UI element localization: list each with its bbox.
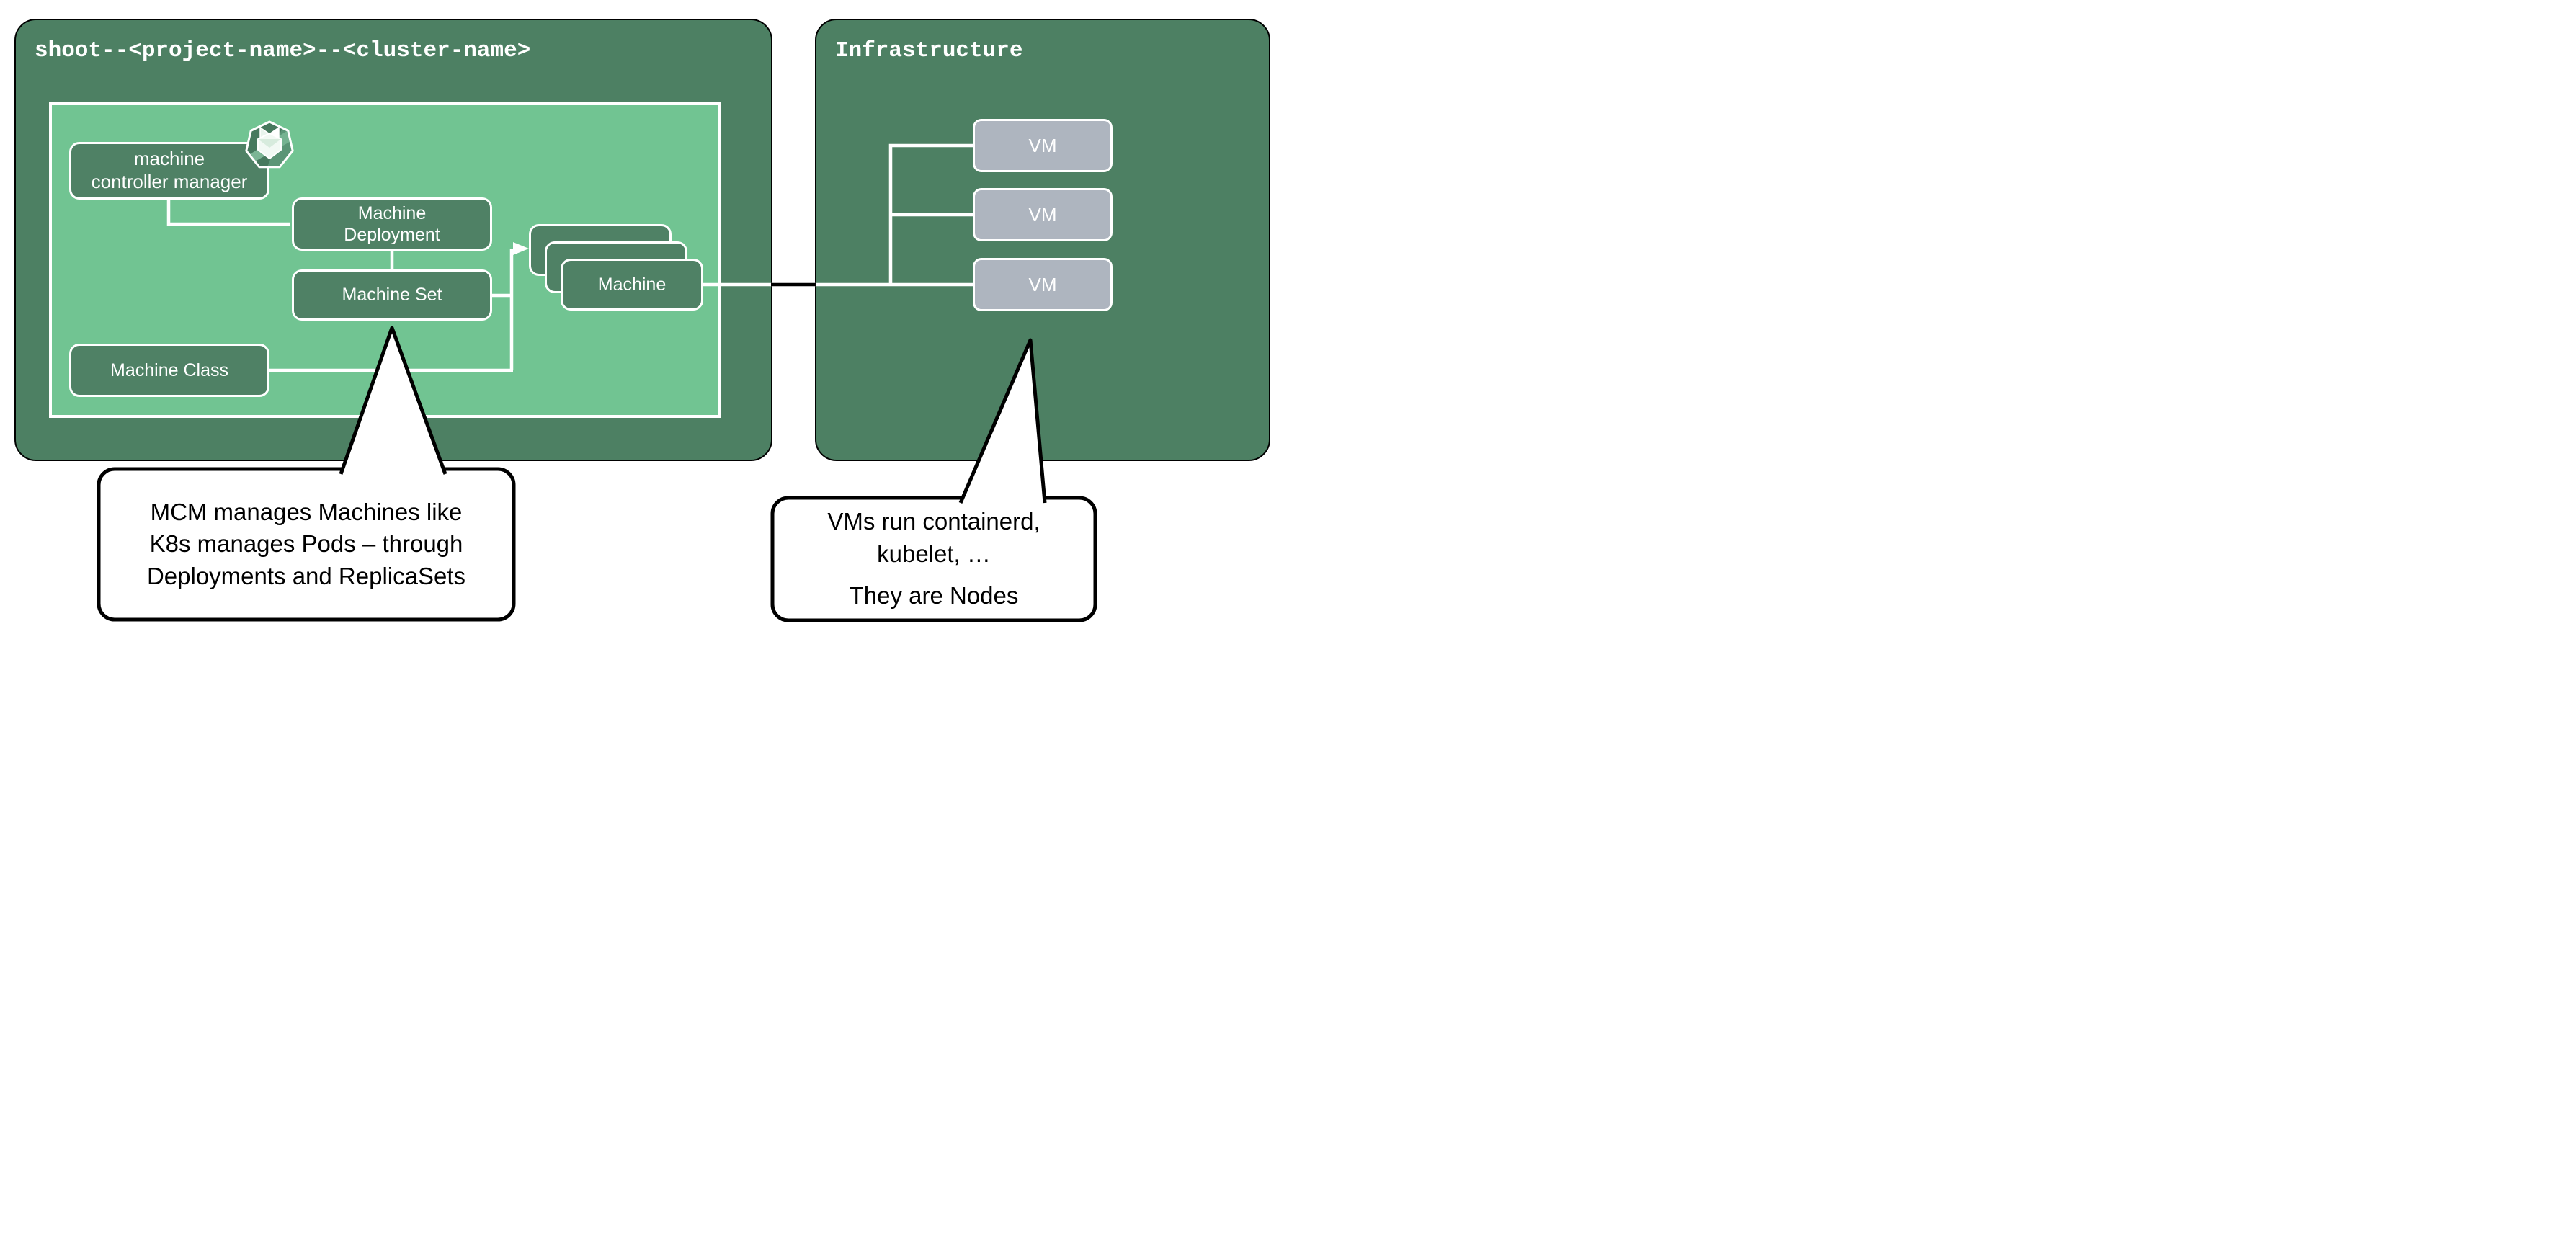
vm-callout-bubble: VMs run containerd, kubelet, … They are … xyxy=(764,317,1138,625)
machine-box-front: Machine xyxy=(561,259,703,311)
mcm-callout-bubble: MCM manages Machines like K8s manages Po… xyxy=(94,317,526,625)
vm-note-line2: kubelet, … xyxy=(877,540,991,567)
vm-note-line1: VMs run containerd, xyxy=(827,508,1040,535)
machine-deployment-box: Machine Deployment xyxy=(292,197,492,251)
mcm-note-line2: K8s manages Pods – through xyxy=(149,530,463,558)
mcm-label-line1: machine xyxy=(133,148,205,170)
vm-box-1: VM xyxy=(973,119,1113,172)
vm-callout-tail xyxy=(958,338,1047,504)
mcm-callout-text: MCM manages Machines like K8s manages Po… xyxy=(99,469,514,620)
diagram-canvas: shoot--<project-name>--<cluster-name> In… xyxy=(0,0,1288,625)
infrastructure-panel-title: Infrastructure xyxy=(835,38,1023,63)
vm-box-3: VM xyxy=(973,258,1113,311)
machine-set-box: Machine Set xyxy=(292,269,492,321)
machine-class-label: Machine Class xyxy=(110,360,228,380)
mcm-label-line2: controller manager xyxy=(91,171,248,192)
machine-label: Machine xyxy=(597,274,667,295)
machine-deployment-line1: Machine xyxy=(357,202,427,223)
mcm-note-line1: MCM manages Machines like xyxy=(150,498,463,525)
vm-callout-text: VMs run containerd, kubelet, … They are … xyxy=(772,498,1095,620)
machine-controller-manager-box: machine controller manager xyxy=(69,142,269,200)
vm-2-label: VM xyxy=(1028,203,1057,226)
machine-class-box: Machine Class xyxy=(69,344,269,397)
mcm-callout-tail xyxy=(339,326,447,475)
vm-3-label: VM xyxy=(1028,273,1057,295)
machine-deployment-line2: Deployment xyxy=(344,225,440,245)
vm-note-line3: They are Nodes xyxy=(849,582,1019,610)
vm-1-label: VM xyxy=(1028,134,1057,156)
mcm-note-line3: Deployments and ReplicaSets xyxy=(146,562,466,589)
vm-box-2: VM xyxy=(973,188,1113,241)
machine-set-label: Machine Set xyxy=(342,285,442,305)
shoot-panel-title: shoot--<project-name>--<cluster-name> xyxy=(35,38,531,63)
